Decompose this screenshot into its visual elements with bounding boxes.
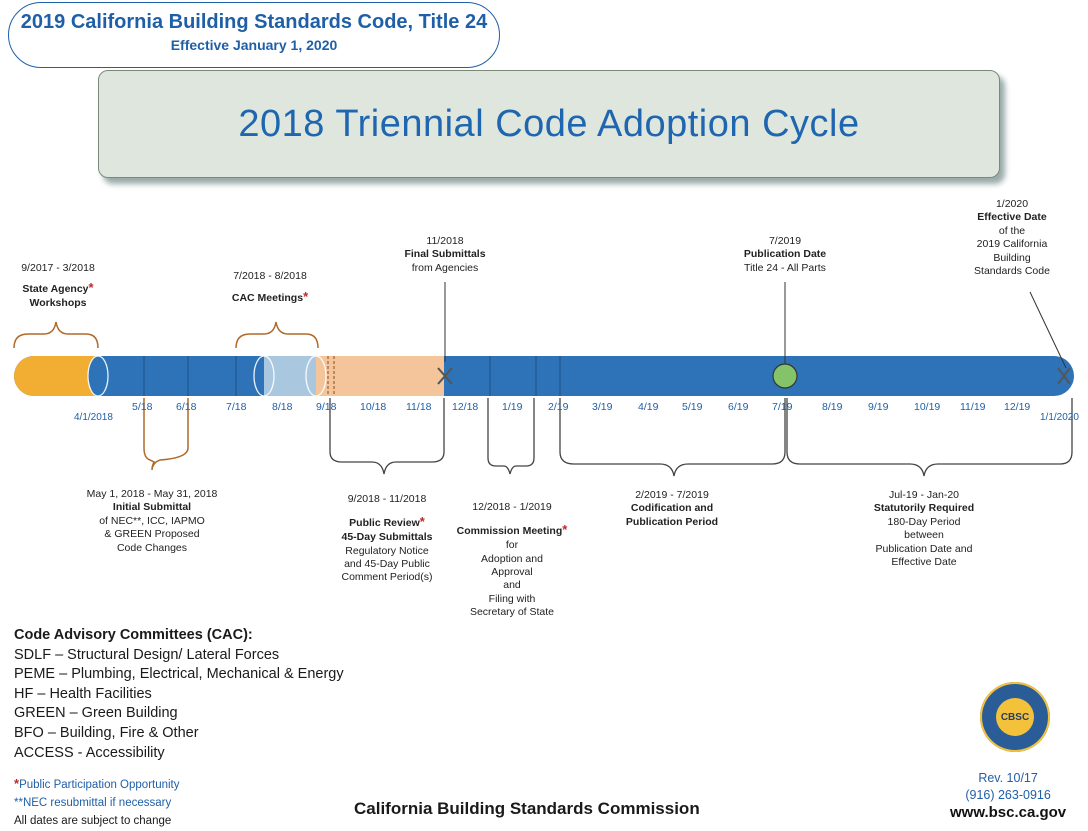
statutory-annotation: Jul-19 - Jan-20 Statutorily Required 180… <box>873 489 975 569</box>
month-tick: 10/19 <box>914 401 941 413</box>
cac-segment <box>264 356 316 396</box>
workshop-brace <box>13 321 99 349</box>
revision-label: Rev. 10/17 <box>978 771 1038 785</box>
contact-info: Rev. 10/17 (916) 263-0916 www.bsc.ca.gov <box>950 770 1066 821</box>
statutory-brace <box>786 398 1073 477</box>
header-badge: 2019 California Building Standards Code,… <box>8 2 500 68</box>
public-review-annotation: 9/2018 - 11/2018 Public Review* 45-Day S… <box>341 493 433 584</box>
bar-joints <box>87 355 327 397</box>
header-title: 2019 California Building Standards Code,… <box>20 11 488 33</box>
public-review-segment <box>316 356 444 396</box>
commission-annotation: 12/2018 - 1/2019 Commission Meeting* for… <box>456 501 568 619</box>
month-tick: 4/19 <box>638 401 659 413</box>
cac-legend-item: BFO – Building, Fire & Other <box>14 724 199 741</box>
codification-brace <box>559 398 786 477</box>
month-dividers <box>143 356 561 396</box>
footnotes: *Public Participation Opportunity **NEC … <box>14 775 180 830</box>
note-public: *Public Participation Opportunity <box>14 776 180 791</box>
month-tick: 6/18 <box>176 401 197 413</box>
publication-marker <box>772 363 798 389</box>
month-tick: 12/18 <box>452 401 479 413</box>
cac-legend-item: PEME – Plumbing, Electrical, Mechanical … <box>14 666 344 683</box>
cac-legend-heading: Code Advisory Committees (CAC): <box>14 627 253 643</box>
effective-date-marker <box>1057 367 1071 385</box>
workshops-annotation: 9/2017 - 3/2018 State Agency* Workshops <box>21 262 95 310</box>
header-effective-date: Effective January 1, 2020 <box>170 37 338 53</box>
month-tick: 10/18 <box>360 401 387 413</box>
seal-center: CBSC <box>996 698 1034 736</box>
month-tick: 3/19 <box>592 401 613 413</box>
final-submittal-marker <box>437 367 453 385</box>
cac-legend: Code Advisory Committees (CAC): SDLF – S… <box>14 626 344 763</box>
month-tick: 12/19 <box>1004 401 1031 413</box>
footer-organization: California Building Standards Commission <box>354 799 700 818</box>
publication-annotation: 7/2019 Publication Date Title 24 - All P… <box>743 235 827 274</box>
public-review-brace <box>329 398 445 475</box>
initial-submittal-annotation: May 1, 2018 - May 31, 2018 Initial Submi… <box>86 488 218 554</box>
month-tick: 9/19 <box>868 401 889 413</box>
month-tick: 11/19 <box>960 401 986 413</box>
month-tick: 5/18 <box>132 401 153 413</box>
month-tick: 2/19 <box>548 401 569 413</box>
timeline-start-date: 4/1/2018 <box>74 412 113 423</box>
effective-pointer-line <box>1029 291 1067 369</box>
commission-brace <box>487 398 535 475</box>
codification-annotation: 2/2019 - 7/2019 Codification and Publica… <box>625 489 719 528</box>
timeline-bar <box>14 356 1074 396</box>
note-nec: **NEC resubmittal if necessary <box>14 797 172 809</box>
timeline-end-date: 1/1/2020 <box>1040 412 1079 423</box>
month-tick: 7/18 <box>226 401 247 413</box>
month-tick: 9/18 <box>316 401 337 413</box>
main-title: 2018 Triennial Code Adoption Cycle <box>238 102 860 145</box>
cac-annotation: 7/2018 - 8/2018 CAC Meetings* <box>231 270 309 305</box>
month-tick: 7/19 <box>772 401 793 413</box>
cac-legend-item: HF – Health Facilities <box>14 685 152 702</box>
effective-annotation: 1/2020 Effective Date of the 2019 Califo… <box>974 198 1050 278</box>
cac-legend-item: SDLF – Structural Design/ Lateral Forces <box>14 646 280 663</box>
website-link[interactable]: www.bsc.ca.gov <box>950 804 1067 821</box>
month-tick: 5/19 <box>682 401 703 413</box>
month-tick: 1/19 <box>502 401 523 413</box>
main-title-box: 2018 Triennial Code Adoption Cycle <box>98 70 1000 178</box>
dashed-markers <box>327 356 335 396</box>
month-tick: 6/19 <box>728 401 749 413</box>
initial-submittal-brace <box>143 398 189 471</box>
month-tick: 8/18 <box>272 401 293 413</box>
phone-number: (916) 263-0916 <box>965 788 1051 802</box>
cac-legend-item: GREEN – Green Building <box>14 705 178 722</box>
cbsc-seal-logo: CBSC <box>980 682 1050 752</box>
note-dates: All dates are subject to change <box>14 815 172 827</box>
month-tick: 8/19 <box>822 401 843 413</box>
final-submittals-annotation: 11/2018 Final Submittals from Agencies <box>404 235 486 274</box>
cac-brace <box>235 321 319 349</box>
cac-legend-item: ACCESS - Accessibility <box>14 744 165 761</box>
workshop-segment <box>14 356 98 396</box>
month-tick: 11/18 <box>406 401 432 413</box>
